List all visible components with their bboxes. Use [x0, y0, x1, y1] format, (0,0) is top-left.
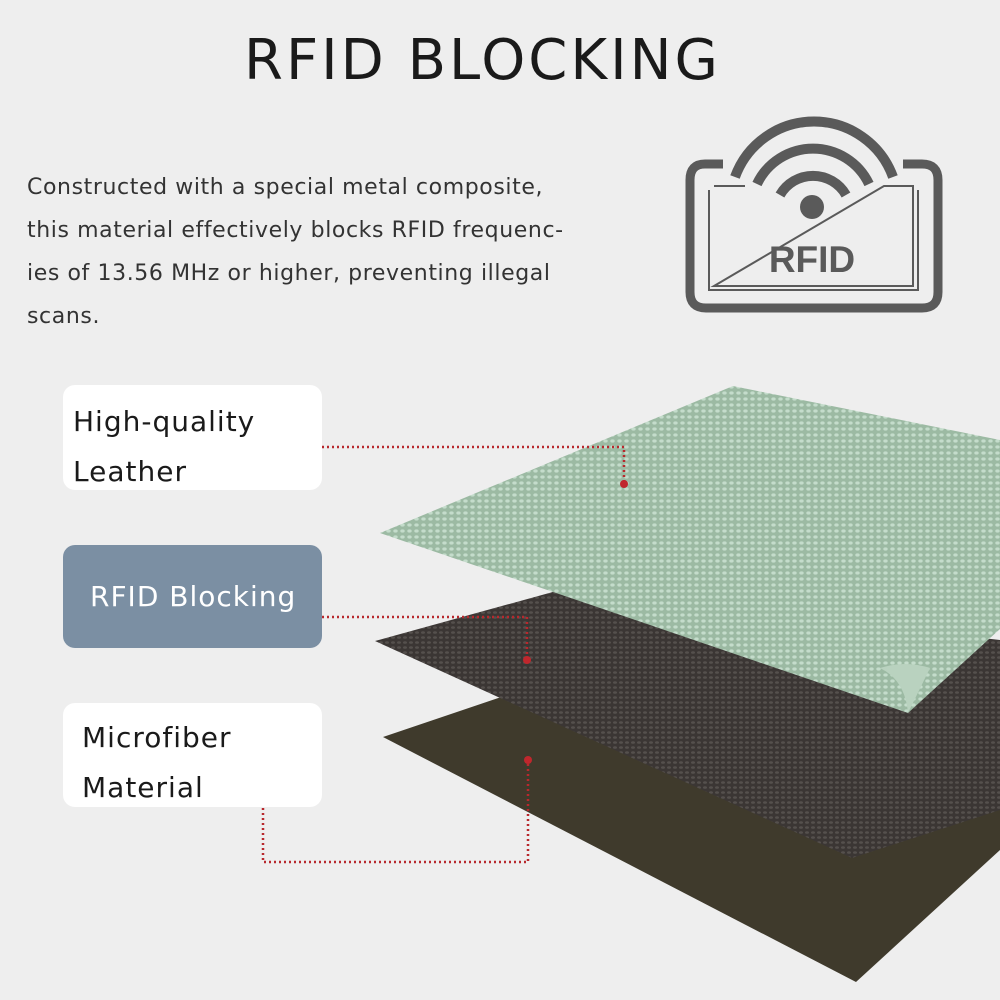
rfid-marker-dot	[523, 656, 531, 664]
page-title: RFID BLOCKING	[244, 28, 721, 93]
label-line: High-quality	[73, 405, 256, 438]
label-line: Material	[82, 771, 204, 804]
label-microfiber: Microfiber Material	[63, 703, 322, 807]
leather-layer	[380, 386, 1000, 713]
peeled-corner	[880, 664, 930, 713]
description-line: ies of 13.56 MHz or higher, preventing i…	[27, 261, 551, 286]
label-line: Leather	[73, 455, 187, 488]
description-line: this material effectively blocks RFID fr…	[27, 218, 564, 243]
label-leather: High-quality Leather	[63, 385, 322, 490]
label-line: RFID Blocking	[90, 580, 297, 613]
rfid-wireless-icon	[685, 116, 943, 313]
leather-marker-dot	[620, 480, 628, 488]
rfid-badge-text: RFID	[769, 239, 855, 280]
microfiber-marker-dot	[524, 756, 532, 764]
description-line: scans.	[27, 304, 101, 329]
label-line: Microfiber	[82, 721, 232, 754]
description-line: Constructed with a special metal composi…	[27, 175, 544, 200]
connector-lines	[261, 445, 626, 864]
label-rfid-blocking: RFID Blocking	[63, 545, 322, 648]
description: Constructed with a special metal composi…	[27, 166, 627, 338]
